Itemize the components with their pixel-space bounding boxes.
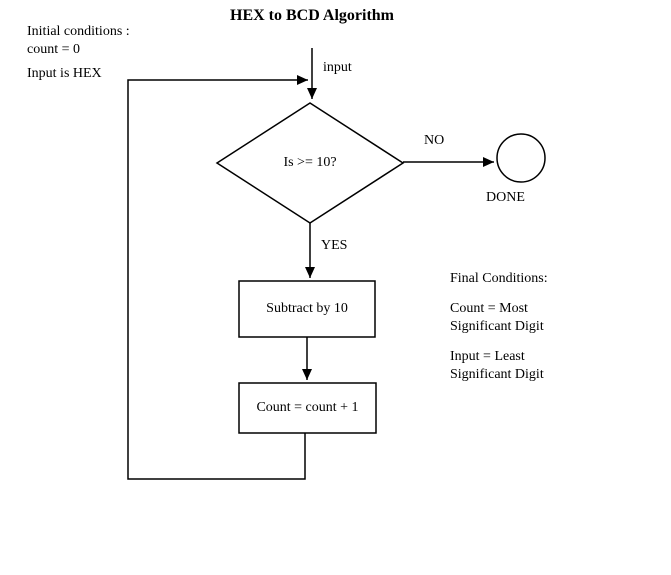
yes-edge-label: YES <box>321 238 348 253</box>
initial-conditions-line1: Initial conditions : <box>27 24 130 39</box>
final-count-line1: Count = Most <box>450 301 528 316</box>
process2-box <box>238 382 377 434</box>
no-edge-label: NO <box>424 133 445 148</box>
process1-box <box>238 280 376 338</box>
final-conditions-heading: Final Conditions: <box>450 271 548 286</box>
decision-label: Is >= 10? <box>283 155 337 170</box>
page-title: HEX to BCD Algorithm <box>230 7 394 24</box>
loop-arrow <box>127 75 308 480</box>
initial-conditions-line2: count = 0 <box>27 42 80 57</box>
decision-diamond <box>215 102 405 224</box>
input-edge-label: input <box>323 60 352 75</box>
final-count-line2: Significant Digit <box>450 319 544 334</box>
initial-conditions-line3: Input is HEX <box>27 66 102 81</box>
process1-label: Subtract by 10 <box>266 301 348 316</box>
done-circle <box>496 133 546 183</box>
done-label: DONE <box>486 190 525 205</box>
final-input-line2: Significant Digit <box>450 367 544 382</box>
final-input-line1: Input = Least <box>450 349 525 364</box>
process2-label: Count = count + 1 <box>256 400 359 415</box>
